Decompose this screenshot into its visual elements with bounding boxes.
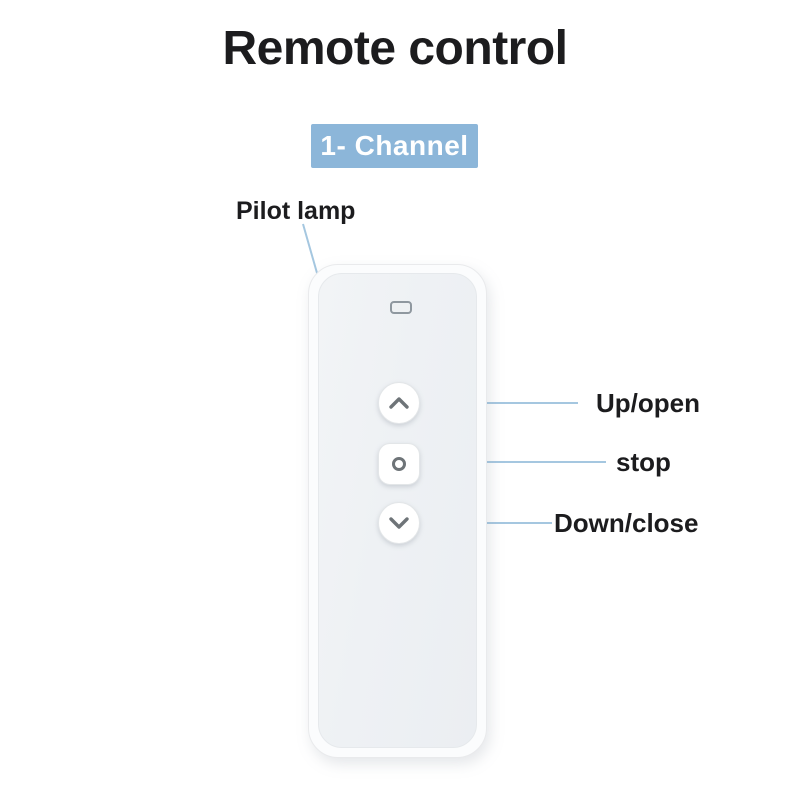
remote-body — [308, 264, 487, 758]
up-open-label: Up/open — [596, 388, 700, 418]
stop-button[interactable] — [378, 443, 420, 485]
chevron-down-icon — [388, 516, 410, 530]
down-close-label: Down/close — [554, 508, 699, 538]
remote-panel — [318, 273, 477, 748]
page-title: Remote control — [222, 22, 568, 75]
pilot-lamp-led — [390, 301, 412, 314]
channel-badge: 1- Channel — [311, 124, 478, 168]
up-button[interactable] — [378, 382, 420, 424]
stop-label: stop — [616, 447, 671, 477]
down-button[interactable] — [378, 502, 420, 544]
pilot-lamp-label: Pilot lamp — [236, 197, 356, 225]
circle-icon — [392, 457, 406, 471]
chevron-up-icon — [388, 396, 410, 410]
